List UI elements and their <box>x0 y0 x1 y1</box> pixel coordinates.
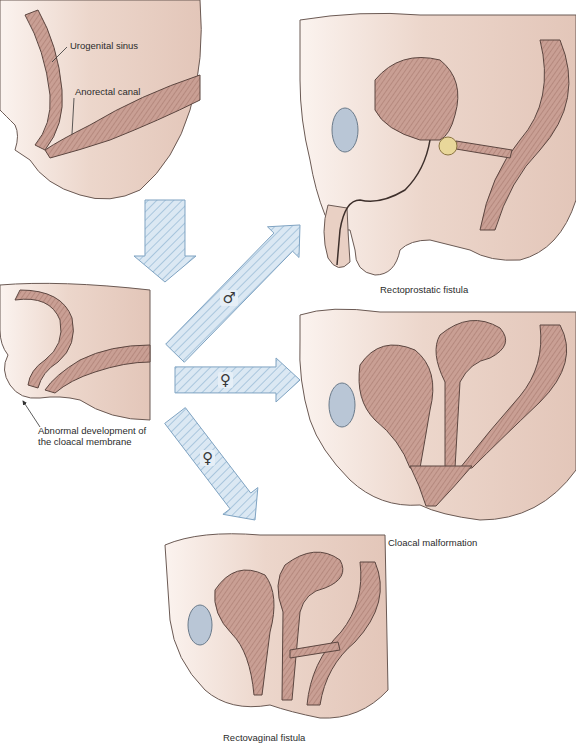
structure-label: Anorectal canal <box>75 86 140 97</box>
sex-symbol: ♀ <box>218 372 233 388</box>
leader-line <box>52 47 67 62</box>
panel-caption: Rectovaginal fistula <box>223 732 305 743</box>
block-arrow <box>166 225 300 362</box>
illustration-panel: Abnormal development of the cloacal memb… <box>5 282 175 460</box>
body-outline <box>0 0 201 199</box>
pubic-bone <box>188 605 212 645</box>
block-arrow <box>175 358 300 402</box>
anorectal-canal <box>45 75 200 158</box>
bladder <box>375 58 458 141</box>
body-outline <box>300 309 576 520</box>
bladder <box>359 345 433 468</box>
leader-arrow <box>23 401 40 427</box>
embryo-section <box>0 0 201 199</box>
rectum <box>460 325 567 468</box>
sex-symbol: ♀ <box>200 450 215 466</box>
bladder <box>215 570 274 695</box>
female-pelvis-fistula <box>165 534 388 718</box>
pubic-bone <box>332 108 358 152</box>
fistula <box>456 141 512 158</box>
panel-caption: Abnormal development of the cloacal memb… <box>38 425 158 447</box>
rectum <box>307 562 380 705</box>
fistula <box>290 642 340 658</box>
female-pelvis-cloaca <box>300 309 576 520</box>
block-arrow <box>134 200 196 282</box>
illustration-panel: Rectoprostatic fistula <box>300 8 571 300</box>
urethra <box>337 140 430 265</box>
body-outline <box>165 534 388 718</box>
block-arrow <box>165 408 258 520</box>
rectum <box>480 40 569 230</box>
anorectal-canal <box>45 345 150 393</box>
illustration-panel: Cloacal malformation <box>300 305 571 555</box>
common-channel <box>410 466 472 506</box>
pubic-bone <box>329 383 355 427</box>
panel-caption: Rectoprostatic fistula <box>380 284 468 295</box>
leader-line <box>72 98 74 134</box>
uterus <box>436 320 506 468</box>
prostate <box>439 137 457 155</box>
body-outline <box>0 283 150 420</box>
urogenital-sinus <box>25 10 62 150</box>
male-pelvis <box>300 13 576 275</box>
embryo-section-abnormal <box>0 283 150 427</box>
illustration-panel: Urogenital sinusAnorectal canal <box>5 5 205 200</box>
body-outline <box>300 13 576 275</box>
panel-caption: Cloacal malformation <box>388 537 477 548</box>
uterus-vagina <box>278 552 343 700</box>
sex-symbol: ♂ <box>220 290 237 306</box>
illustration-panel: Rectovaginal fistula <box>160 520 390 746</box>
structure-label: Urogenital sinus <box>70 40 138 51</box>
